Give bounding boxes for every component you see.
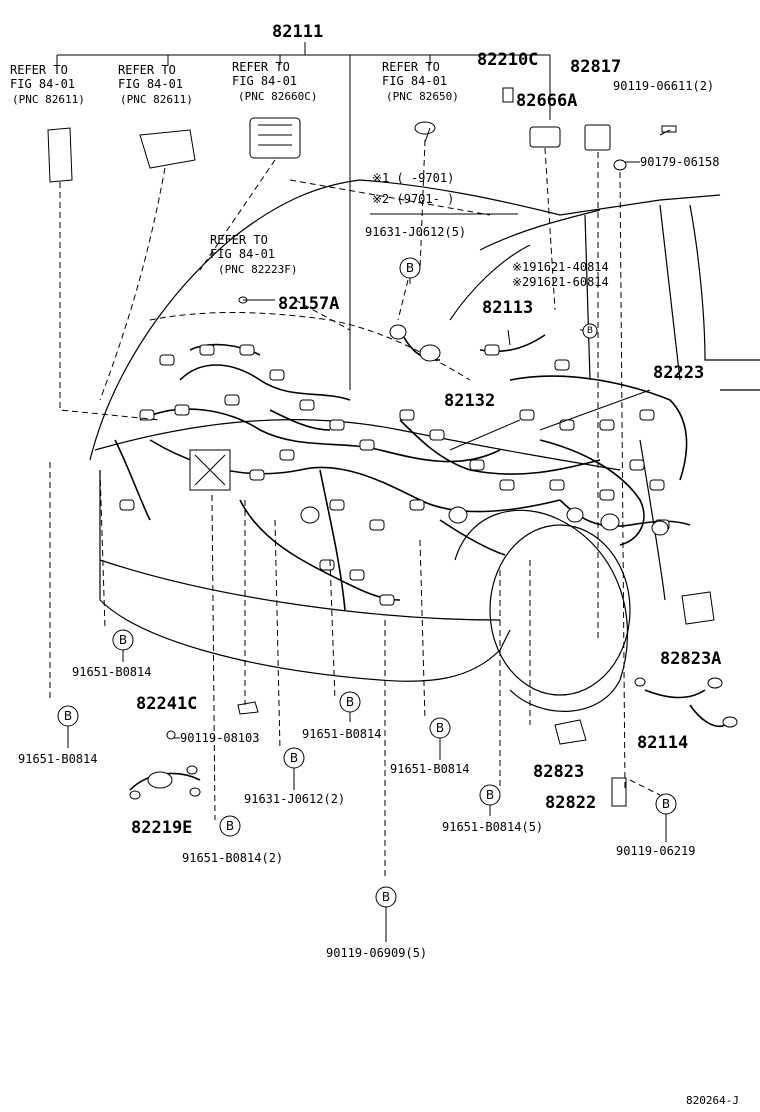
label-91651-b0814-b: 91651-B0814	[18, 752, 97, 766]
label-91651-b0814-d: 91651-B0814	[390, 762, 469, 776]
svg-text:FIG 84-01: FIG 84-01	[232, 74, 297, 88]
svg-text:(PNC 82660C): (PNC 82660C)	[238, 90, 317, 103]
label-91651-b0814-2: 91651-B0814(2)	[182, 851, 283, 865]
note-2: ※2 (9701- )	[372, 192, 454, 206]
svg-text:B: B	[346, 695, 354, 709]
svg-text:(PNC 82223F): (PNC 82223F)	[218, 263, 297, 276]
label-90119-06909: 90119-06909(5)	[326, 946, 427, 960]
leader-lines	[49, 127, 671, 880]
svg-text:FIG 84-01: FIG 84-01	[210, 247, 275, 261]
label-90119-08103: 90119-08103	[180, 731, 259, 745]
svg-text:REFER TO: REFER TO	[210, 233, 268, 247]
label-91631-j0612-5: 91631-J0612(5)	[365, 225, 466, 239]
engine-room-harness	[114, 329, 691, 611]
label-82132: 82132	[444, 391, 495, 411]
svg-text:REFER TO: REFER TO	[232, 60, 290, 74]
svg-text:REFER TO: REFER TO	[118, 63, 176, 77]
svg-text:B: B	[290, 751, 298, 765]
part-labels: 82111 REFER TO FIG 84-01 (PNC 82611) REF…	[10, 22, 739, 1107]
svg-text:FIG 84-01: FIG 84-01	[10, 77, 75, 91]
label-82823: 82823	[533, 762, 584, 782]
label-82219e: 82219E	[131, 818, 192, 838]
figure-code: 820264-J	[686, 1094, 739, 1107]
label-82666a: 82666A	[516, 91, 577, 111]
label-82210c: 82210C	[477, 50, 538, 70]
svg-text:REFER TO: REFER TO	[10, 63, 68, 77]
label-90119-06611: 90119-06611(2)	[613, 79, 714, 93]
svg-text:B: B	[382, 890, 390, 904]
b-marker-9	[219, 815, 241, 837]
label-90119-06219: 90119-06219	[616, 844, 695, 858]
label-91651-b0814-a: 91651-B0814	[72, 665, 151, 679]
vehicle-body-outline	[89, 179, 760, 712]
label-82223: 82223	[653, 363, 704, 383]
label-90179-06158: 90179-06158	[640, 155, 719, 169]
lower-parts	[129, 591, 738, 807]
svg-text:(PNC 82611): (PNC 82611)	[120, 93, 193, 106]
label-91651-b0814-5: 91651-B0814(5)	[442, 820, 543, 834]
svg-text:FIG 84-01: FIG 84-01	[382, 74, 447, 88]
label-82817: 82817	[570, 57, 621, 77]
label-91621-40814: ※191621-40814	[512, 260, 609, 274]
svg-text:B: B	[406, 261, 414, 275]
svg-text:B: B	[587, 326, 593, 336]
svg-text:B: B	[486, 788, 494, 802]
label-82241c: 82241C	[136, 694, 197, 714]
svg-text:B: B	[119, 633, 127, 647]
b-markers: B B B B B B B B B B B	[57, 257, 677, 942]
svg-text:B: B	[436, 721, 444, 735]
b-marker-2	[582, 323, 598, 339]
label-91621-60814: ※291621-60814	[512, 275, 609, 289]
label-82113: 82113	[482, 298, 533, 318]
label-82157a: 82157A	[278, 294, 339, 314]
svg-text:B: B	[226, 819, 234, 833]
label-91631-j0612-2: 91631-J0612(2)	[244, 792, 345, 806]
top-parts	[47, 87, 677, 304]
svg-text:B: B	[662, 797, 670, 811]
label-91651-b0814-c: 91651-B0814	[302, 727, 381, 741]
label-82111: 82111	[272, 22, 323, 42]
main-part-bracket	[56, 42, 551, 390]
svg-text:B: B	[64, 709, 72, 723]
label-82114: 82114	[637, 733, 688, 753]
svg-text:REFER TO: REFER TO	[382, 60, 440, 74]
label-82822: 82822	[545, 793, 596, 813]
harness-connectors	[119, 324, 670, 606]
svg-text:(PNC 82611): (PNC 82611)	[12, 93, 85, 106]
svg-text:(PNC 82650): (PNC 82650)	[386, 90, 459, 103]
label-82823a: 82823A	[660, 649, 721, 669]
svg-text:FIG 84-01: FIG 84-01	[118, 77, 183, 91]
note-1: ※1 ( -9701)	[372, 171, 454, 185]
